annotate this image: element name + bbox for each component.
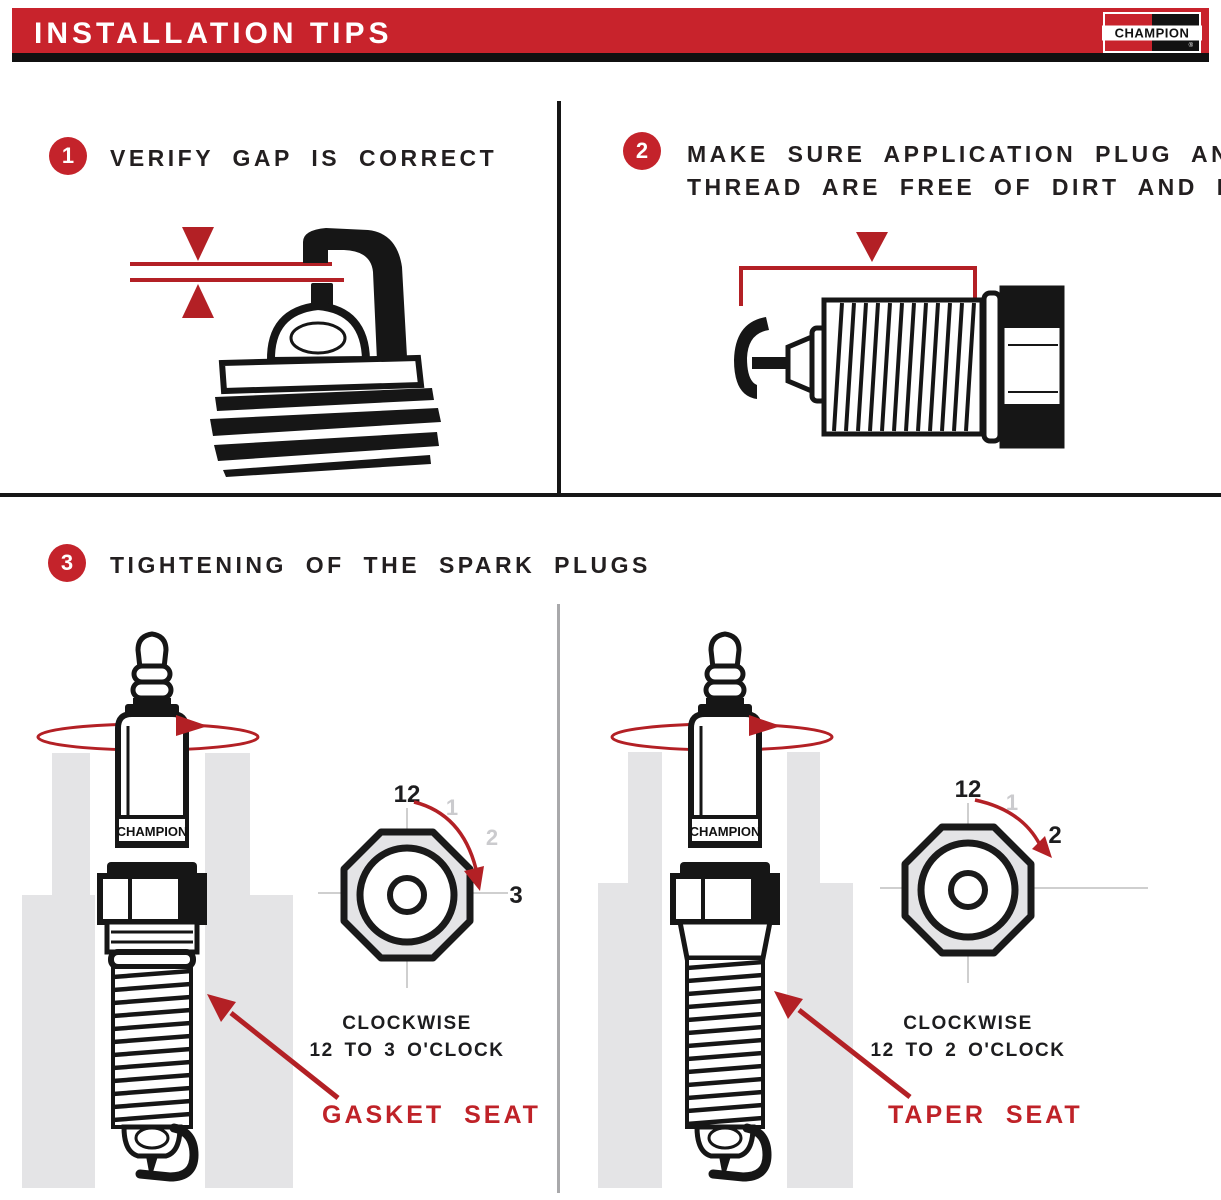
clock-diagram-gasket: 12 1 2 3	[318, 781, 523, 988]
step-2-number: 2	[635, 138, 649, 163]
divider-horizontal	[0, 493, 1221, 497]
gap-indicator-icon	[130, 227, 344, 318]
clockwise-caption-left-line2: 12 TO 3 O'CLOCK	[309, 1040, 505, 1061]
taper-seat-arrow-icon	[774, 991, 912, 1099]
spark-plug-tip-drawing	[210, 228, 441, 477]
clockwise-caption-left: CLOCKWISE 12 TO 3 O'CLOCK	[292, 1010, 522, 1064]
clock-diagram-taper: 12 1 2	[880, 776, 1148, 983]
taper-seat-label: TAPER SEAT	[888, 1101, 1083, 1129]
rotation-arrowhead-left-icon	[176, 715, 208, 736]
step-3-badge: 3	[48, 544, 86, 582]
title-banner: INSTALLATION TIPS CHAMPION ®	[12, 8, 1209, 53]
step-1-badge: 1	[49, 137, 87, 175]
cylinder-head-cross-section-left	[22, 753, 293, 1188]
clock-right-12: 12	[955, 776, 982, 803]
clock-right-2: 2	[1048, 822, 1061, 849]
plug-brand-label-right: CHAMPION	[690, 824, 761, 839]
clockwise-caption-left-line1: CLOCKWISE	[342, 1013, 472, 1034]
clock-right-1: 1	[1006, 790, 1018, 815]
clock-left-3: 3	[509, 882, 522, 909]
step-2-badge: 2	[623, 132, 661, 170]
step-1-title: VERIFY GAP IS CORRECT	[110, 145, 498, 171]
registered-mark: ®	[1188, 43, 1193, 49]
clockwise-caption-right-line2: 12 TO 2 O'CLOCK	[870, 1040, 1066, 1061]
champion-logo: CHAMPION ®	[1102, 12, 1202, 53]
horizontal-spark-plug-drawing	[734, 285, 1065, 449]
taper-seat-plug-drawing: CHAMPION	[670, 631, 780, 1182]
step-3-number: 3	[60, 550, 74, 575]
rotation-arrowhead-right-icon	[749, 715, 781, 736]
tightening-illustrations: CHAMPION	[22, 631, 1148, 1188]
step-2-title: MAKE SURE APPLICATION PLUG AND THREAD AR…	[687, 138, 1221, 204]
clockwise-caption-right: CLOCKWISE 12 TO 2 O'CLOCK	[853, 1010, 1083, 1064]
step-2-title-line2: THREAD ARE FREE OF DIRT AND DEBRIS	[687, 174, 1221, 200]
gasket-washer	[108, 949, 196, 970]
gap-illustration	[130, 227, 441, 477]
taper-seat-shoulder	[676, 919, 774, 961]
gasket-seat-plug-drawing: CHAMPION	[97, 631, 207, 1182]
top-illustrations	[130, 227, 1065, 477]
step-3-title: TIGHTENING OF THE SPARK PLUGS	[110, 552, 651, 578]
clock-left-2: 2	[486, 825, 498, 850]
champion-wordmark: CHAMPION	[1114, 25, 1190, 40]
page-title: INSTALLATION TIPS	[34, 17, 393, 50]
gasket-seat-arrow-icon	[207, 994, 340, 1100]
clock-left-1: 1	[446, 795, 458, 820]
banner-black-strip	[12, 53, 1209, 62]
thread-span-indicator-icon	[739, 232, 977, 306]
plug-brand-label-left: CHAMPION	[117, 824, 188, 839]
thread-illustration	[734, 232, 1065, 449]
cylinder-head-cross-section-right	[598, 752, 853, 1188]
gasket-seat-label: GASKET SEAT	[322, 1101, 541, 1129]
divider-vertical-top	[557, 101, 561, 493]
step-2-title-line1: MAKE SURE APPLICATION PLUG AND	[687, 141, 1221, 167]
divider-vertical-bottom	[557, 604, 560, 1193]
champion-logo-band: CHAMPION	[1102, 25, 1202, 40]
clock-left-arrowhead-icon	[464, 866, 484, 891]
clockwise-caption-right-line1: CLOCKWISE	[903, 1013, 1033, 1034]
step-1-number: 1	[61, 143, 75, 168]
clock-right-arrowhead-icon	[1032, 836, 1052, 858]
